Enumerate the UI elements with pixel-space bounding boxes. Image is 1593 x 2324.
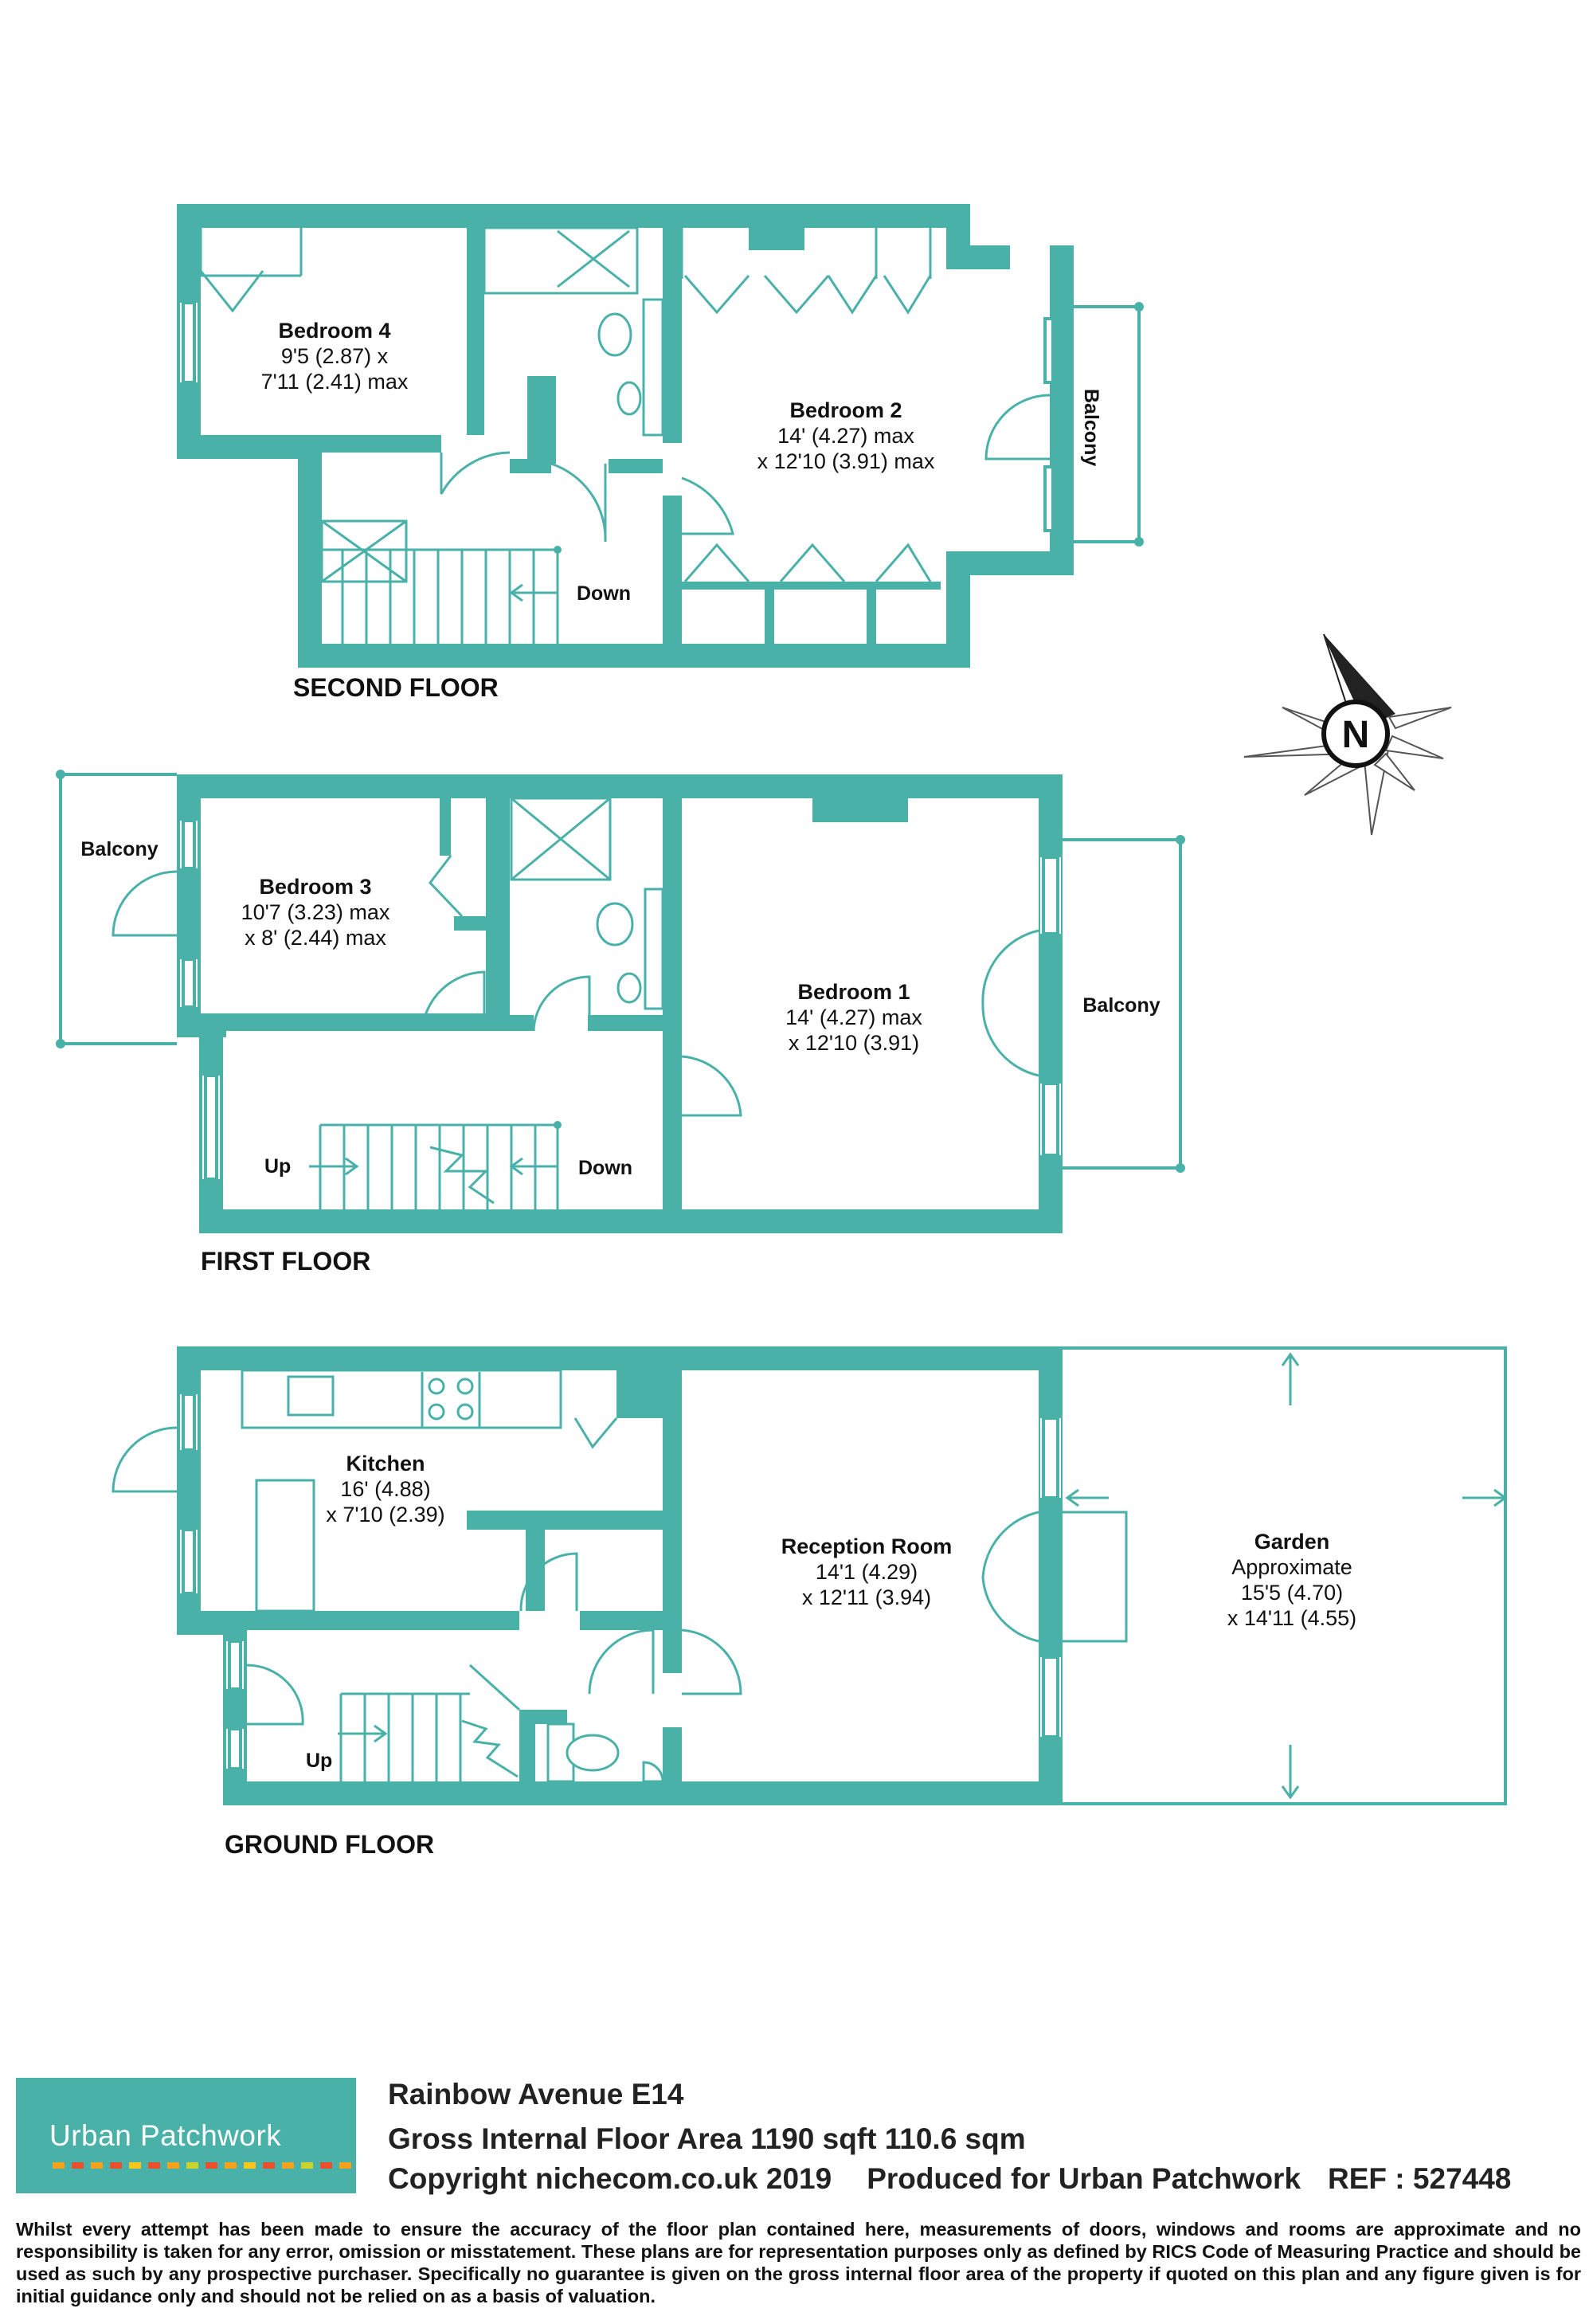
logo-dash	[301, 2162, 313, 2169]
copyright-text: Copyright nichecom.co.uk 2019	[388, 2162, 832, 2195]
garden-dim2: x 14'11 (4.55)	[1227, 1606, 1356, 1630]
logo-dashes	[53, 2162, 351, 2170]
first-floor-up-label: Up	[264, 1155, 291, 1178]
bedroom3-name: Bedroom 3	[259, 875, 371, 899]
logo-text: Urban Patchwork	[49, 2119, 282, 2152]
bedroom1-dim2: x 12'10 (3.91)	[789, 1031, 919, 1055]
property-info: Rainbow Avenue E14 Gross Internal Floor …	[388, 2078, 1583, 2196]
second-floor-label: SECOND FLOOR	[293, 673, 499, 702]
logo-dash	[91, 2162, 103, 2169]
garden-dim1: 15'5 (4.70)	[1241, 1581, 1343, 1605]
logo-dash	[225, 2162, 237, 2169]
reception-name: Reception Room	[781, 1534, 953, 1558]
bedroom2-dim2: x 12'10 (3.91) max	[757, 449, 935, 473]
disclaimer: Whilst every attempt has been made to en…	[16, 2219, 1581, 2306]
bedroom2-dim1: 14' (4.27) max	[777, 424, 914, 448]
logo-dash	[263, 2162, 275, 2169]
logo-dash	[339, 2162, 351, 2169]
first-floor-plan: Balcony Balcony Bedroom 3 10'7 (3.23) ma…	[56, 770, 1185, 1276]
first-floor-balcony-right-label: Balcony	[1082, 994, 1160, 1017]
first-floor-label: FIRST FLOOR	[201, 1247, 370, 1276]
ground-floor-plan: Kitchen 16' (4.88) x 7'10 (2.39) Recepti…	[112, 1346, 1508, 1859]
bedroom1-name: Bedroom 1	[797, 980, 910, 1004]
reference-text: REF : 527448	[1328, 2162, 1512, 2195]
kitchen-name: Kitchen	[346, 1452, 425, 1476]
bedroom3-dim2: x 8' (2.44) max	[245, 926, 386, 950]
ground-floor-up-label: Up	[306, 1750, 332, 1772]
second-floor-plan: Bedroom 4 9'5 (2.87) x 7'11 (2.41) max B…	[177, 204, 1144, 702]
logo-dash	[244, 2162, 256, 2169]
logo-dash	[148, 2162, 160, 2169]
second-floor-down-label: Down	[577, 582, 631, 605]
ground-floor-label: GROUND FLOOR	[225, 1830, 434, 1859]
produced-for-text: Produced for Urban Patchwork	[867, 2162, 1301, 2195]
first-floor-balcony-left-label: Balcony	[80, 838, 158, 860]
logo-dash	[167, 2162, 179, 2169]
bedroom4-dim1: 9'5 (2.87) x	[281, 344, 389, 368]
floor-area: Gross Internal Floor Area 1190 sqft 110.…	[388, 2122, 1026, 2155]
property-address: Rainbow Avenue E14	[388, 2078, 684, 2110]
bedroom4-name: Bedroom 4	[278, 319, 390, 343]
reception-dim1: 14'1 (4.29)	[816, 1560, 918, 1584]
kitchen-dim1: 16' (4.88)	[340, 1477, 430, 1501]
logo-dash	[72, 2162, 84, 2169]
logo-dash	[320, 2162, 332, 2169]
bedroom1-dim1: 14' (4.27) max	[785, 1005, 922, 1029]
kitchen-dim2: x 7'10 (2.39)	[326, 1503, 444, 1526]
copyright-line: Copyright nichecom.co.uk 2019 Produced f…	[388, 2162, 1583, 2196]
garden-dim0: Approximate	[1231, 1555, 1352, 1579]
compass-north-label: N	[1342, 714, 1370, 756]
urban-patchwork-logo: Urban Patchwork	[16, 2078, 356, 2193]
logo-dash	[129, 2162, 141, 2169]
first-floor-down-label: Down	[578, 1157, 632, 1179]
reception-dim2: x 12'11 (3.94)	[802, 1585, 931, 1609]
bedroom2-name: Bedroom 2	[789, 398, 902, 422]
garden-name: Garden	[1254, 1530, 1330, 1554]
logo-dash	[186, 2162, 198, 2169]
north-compass-icon: N	[1243, 633, 1452, 836]
bedroom4-dim2: 7'11 (2.41) max	[261, 370, 409, 394]
logo-dash	[205, 2162, 217, 2169]
logo-dash	[53, 2162, 65, 2169]
second-floor-balcony-label: Balcony	[1080, 389, 1102, 466]
plan-footer: Urban Patchwork Rainbow Avenue E14 Gross…	[0, 2063, 1593, 2324]
logo-dash	[110, 2162, 122, 2169]
bedroom3-dim1: 10'7 (3.23) max	[241, 900, 390, 924]
logo-dash	[282, 2162, 294, 2169]
